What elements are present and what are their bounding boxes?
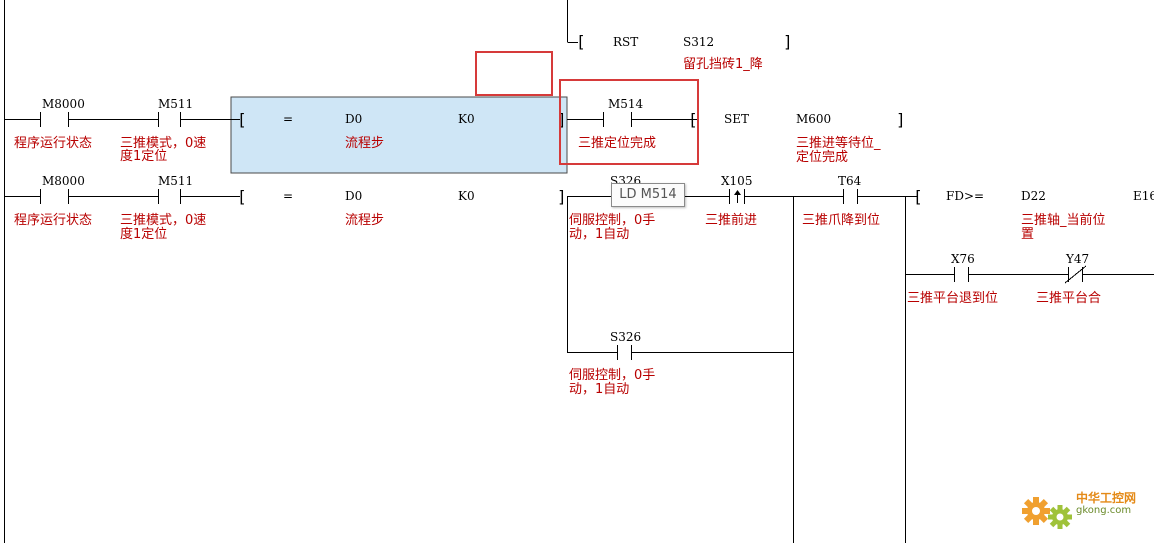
- set-instruction[interactable]: [ SET M600 ] 三推进等待位_ 定位完成: [688, 110, 906, 165]
- svg-text:=: =: [283, 112, 293, 126]
- svg-text:]: ]: [896, 110, 906, 129]
- svg-text:[: [: [688, 110, 698, 129]
- rst-op: RST: [613, 35, 638, 49]
- svg-text:[: [: [576, 32, 586, 51]
- contact-x105-rising[interactable]: X105 三推前进: [705, 174, 757, 228]
- svg-text:D22: D22: [1021, 189, 1046, 203]
- rising-edge-arrow-head: [734, 190, 741, 195]
- svg-text:D0: D0: [345, 112, 362, 126]
- svg-text:[: [: [237, 187, 247, 206]
- svg-text:X76: X76: [951, 252, 975, 266]
- instruction-tooltip: LD M514: [611, 183, 685, 207]
- rst-comment: 留孔挡砖1_降: [683, 57, 763, 72]
- svg-text:E16: E16: [1133, 189, 1154, 203]
- svg-text:M514: M514: [608, 97, 644, 111]
- svg-text:]: ]: [557, 187, 567, 206]
- svg-text:K0: K0: [458, 189, 475, 203]
- contact-m511-r2[interactable]: M511 三推模式，0速 度1定位: [120, 174, 206, 242]
- compare-fd-ge[interactable]: [ FD>= D22 E16 三推轴_当前位 置: [913, 187, 1154, 242]
- svg-text:程序运行状态: 程序运行状态: [14, 136, 92, 151]
- svg-text:FD>=: FD>=: [946, 189, 984, 203]
- svg-text:三推模式，0速: 三推模式，0速: [120, 213, 206, 228]
- svg-text:定位完成: 定位完成: [796, 150, 848, 165]
- svg-text:三推平台合: 三推平台合: [1036, 291, 1101, 306]
- svg-text:[: [: [237, 110, 247, 129]
- svg-text:动，1自动: 动，1自动: [569, 227, 629, 242]
- contact-s326-branch[interactable]: S326 伺服控制，0手 动，1自动: [569, 330, 655, 397]
- svg-text:三推模式，0速: 三推模式，0速: [120, 136, 206, 151]
- contact-m511-r1[interactable]: M511 三推模式，0速 度1定位: [120, 97, 206, 164]
- svg-text:伺服控制，0手: 伺服控制，0手: [569, 368, 655, 383]
- svg-text:程序运行状态: 程序运行状态: [14, 213, 92, 228]
- rst-arg: S312: [683, 35, 714, 49]
- svg-text:M8000: M8000: [42, 174, 85, 188]
- svg-text:=: =: [283, 189, 293, 203]
- contact-m514[interactable]: M514 三推定位完成: [578, 97, 656, 151]
- watermark-en: gkong.com: [1076, 505, 1132, 516]
- compare-equal-r2[interactable]: [ = D0 K0 ] 流程步: [237, 187, 567, 228]
- svg-text:动，1自动: 动，1自动: [569, 382, 629, 397]
- svg-text:三推前进: 三推前进: [705, 212, 757, 228]
- svg-text:[: [: [913, 187, 923, 206]
- svg-text:SET: SET: [724, 112, 749, 126]
- svg-text:流程步: 流程步: [345, 213, 384, 228]
- svg-text:S326: S326: [610, 330, 641, 344]
- svg-text:X105: X105: [721, 174, 752, 188]
- svg-text:M511: M511: [158, 174, 193, 188]
- compare-equal-r1[interactable]: [ = D0 K0 ] 流程步: [237, 110, 567, 151]
- svg-text:D0: D0: [345, 189, 362, 203]
- gear-icon: [1022, 497, 1072, 529]
- contact-y47-nc[interactable]: Y47 三推平台合: [1036, 252, 1101, 306]
- rung-1: M8000 程序运行状态 M511 三推模式，0速 度1定位 [ = D0 K0…: [4, 97, 906, 165]
- svg-text:三推定位完成: 三推定位完成: [578, 136, 656, 151]
- contact-m8000-r1[interactable]: M8000 程序运行状态: [14, 97, 92, 151]
- rst-instruction[interactable]: [ RST S312 ] 留孔挡砖1_降: [567, 0, 793, 72]
- svg-text:三推平台退到位: 三推平台退到位: [907, 291, 998, 306]
- contact-x76[interactable]: X76 三推平台退到位: [907, 252, 998, 306]
- svg-text:K0: K0: [458, 112, 475, 126]
- svg-text:置: 置: [1021, 227, 1034, 242]
- watermark-cn: 中华工控网: [1076, 491, 1137, 505]
- contact-t64[interactable]: T64 三推爪降到位: [802, 174, 880, 228]
- svg-text:M8000: M8000: [42, 97, 85, 111]
- red-annotation-box-empty: [475, 51, 553, 96]
- svg-text:度1定位: 度1定位: [120, 148, 167, 164]
- svg-text:]: ]: [783, 32, 793, 51]
- svg-text:度1定位: 度1定位: [120, 226, 167, 242]
- contact-m8000-r2[interactable]: M8000 程序运行状态: [14, 174, 92, 228]
- rung-2: M8000 程序运行状态 M511 三推模式，0速 度1定位 [ = D0 K0…: [4, 174, 1154, 543]
- gkong-watermark: 中华工控网 gkong.com: [1016, 483, 1150, 539]
- svg-text:流程步: 流程步: [345, 136, 384, 151]
- red-annotation-box-m514: [559, 79, 699, 165]
- svg-text:Y47: Y47: [1065, 252, 1089, 266]
- svg-text:三推轴_当前位: 三推轴_当前位: [1021, 212, 1106, 228]
- svg-text:M600: M600: [796, 112, 831, 126]
- svg-text:三推进等待位_: 三推进等待位_: [796, 135, 881, 151]
- svg-text:T64: T64: [838, 174, 862, 188]
- svg-text:三推爪降到位: 三推爪降到位: [802, 213, 880, 228]
- selected-compare-block[interactable]: [230, 96, 568, 174]
- svg-text:伺服控制，0手: 伺服控制，0手: [569, 213, 655, 228]
- svg-text:]: ]: [557, 110, 567, 129]
- svg-text:M511: M511: [158, 97, 193, 111]
